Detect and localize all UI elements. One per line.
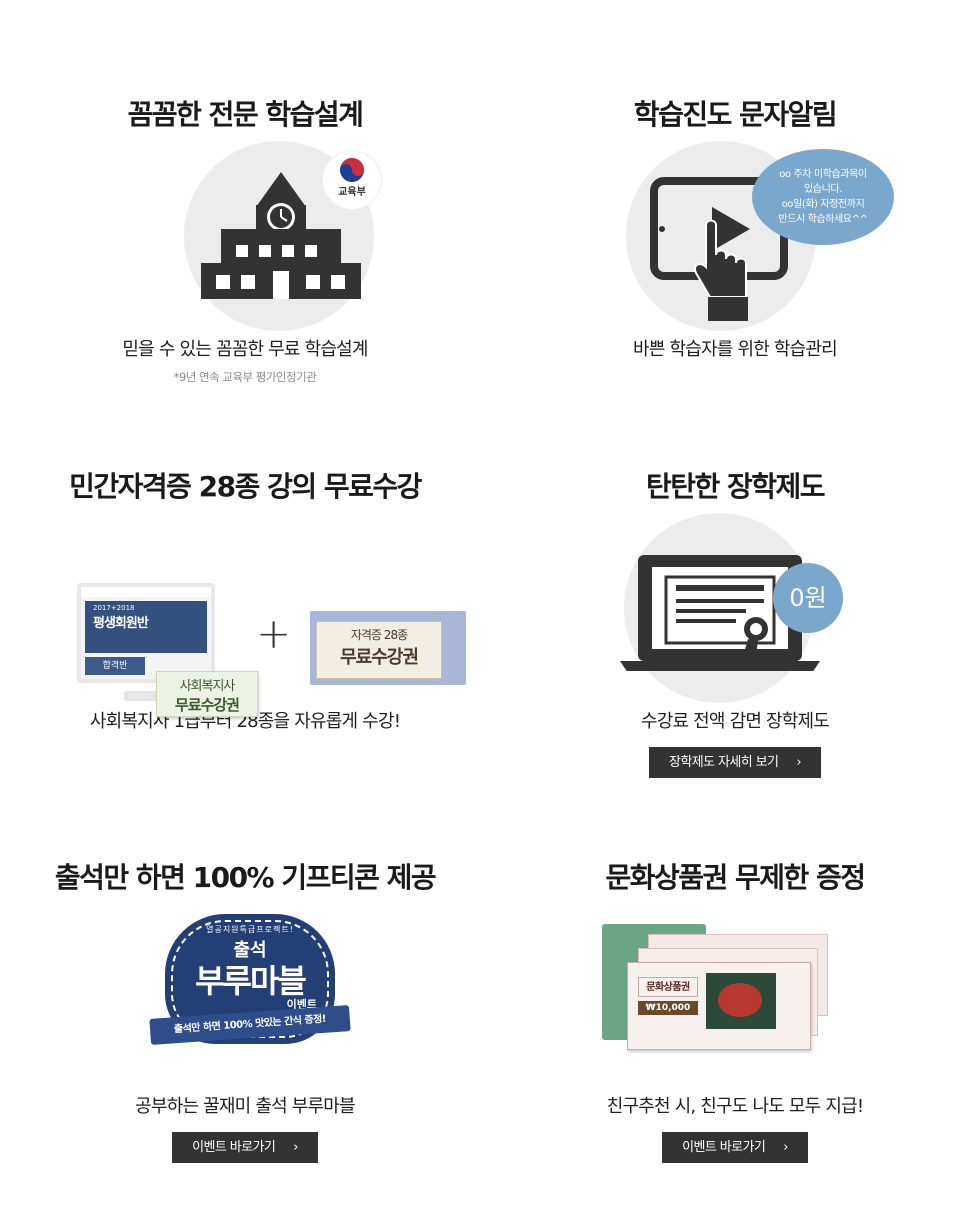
zero-won-badge: 0원 — [773, 563, 843, 633]
monitor-banner: 2017+2018 평생회원반 — [85, 601, 207, 653]
ministry-label: 교육부 — [338, 187, 366, 198]
ticket-text: 무료수강권 — [340, 647, 419, 668]
button-label: 이벤트 바로가기 — [192, 1140, 276, 1155]
card-illustration: 0원 — [490, 509, 980, 709]
coupon-ticket-social-worker: 사회복지사 무료수강권 — [156, 671, 258, 717]
voucher-front: 문화상품권 ₩10,000 — [627, 962, 811, 1050]
bubble-line: 반드시 학습하세요^^ — [778, 214, 868, 225]
card-description: 공부하는 꿀재미 출석 부루마블 — [135, 1096, 355, 1117]
button-label: 장학제도 자세히 보기 — [669, 755, 779, 770]
monitor-text: 합격반 — [85, 657, 145, 675]
monitor-text: 2017+2018 — [93, 604, 135, 612]
card-illustration: oo 주차 미학습과목이 있습니다. oo일(화) 자정전까지 반드시 학습하세… — [490, 137, 980, 337]
emblem-text: 열공지원특급프로젝트! — [206, 925, 294, 934]
referral-event-button[interactable]: 이벤트 바로가기 › — [662, 1132, 808, 1163]
ministry-badge: 교육부 — [323, 151, 381, 209]
card-title: 꼼꼼한 전문 학습설계 — [127, 98, 364, 131]
feature-card-study-design: 꼼꼼한 전문 학습설계 교 — [0, 95, 490, 385]
card-illustration: 열공지원특급프로젝트! 출석 부루마블 이벤트 출석만 하면 100% 맛있는 … — [0, 900, 490, 1078]
school-building-icon — [201, 172, 361, 299]
card-title: 출석만 하면 100% 기프티콘 제공 — [54, 861, 437, 894]
card-illustration: 2017+2018 평생회원반 합격반 사회복지사 무료수강권 + 자격증 28… — [0, 509, 490, 717]
attendance-event-button[interactable]: 이벤트 바로가기 › — [172, 1132, 318, 1163]
card-title: 탄탄한 장학제도 — [645, 470, 826, 503]
sms-notification-bubble: oo 주차 미학습과목이 있습니다. oo일(화) 자정전까지 반드시 학습하세… — [752, 149, 894, 245]
emblem-text: 부루마블 — [195, 962, 307, 1000]
card-description: 수강료 전액 감면 장학제도 — [640, 711, 830, 732]
button-label: 이벤트 바로가기 — [682, 1140, 766, 1155]
card-title: 학습진도 문자알림 — [633, 98, 838, 131]
feature-card-free-courses: 민간자격증 28종 강의 무료수강 2017+2018 평생회원반 합격반 사회… — [0, 467, 490, 735]
monitor-screen: 2017+2018 평생회원반 합격반 — [77, 583, 215, 683]
monitor-stand — [124, 691, 168, 701]
ticket-text: 사회복지사 — [179, 679, 236, 694]
plus-sign: + — [256, 609, 292, 658]
ticket-text: 자격증 28종 — [350, 628, 408, 642]
bubble-line: oo일(화) 자정전까지 — [781, 199, 865, 210]
feature-card-attendance-event: 출석만 하면 100% 기프티콘 제공 열공지원특급프로젝트! 출석 부루마블 … — [0, 858, 490, 1163]
voucher-title: 문화상품권 — [638, 977, 698, 997]
taegeuk-icon — [340, 158, 364, 182]
card-description: 바쁜 학습자를 위한 학습관리 — [633, 339, 838, 360]
bubble-line: oo 주차 미학습과목이 — [779, 169, 867, 180]
feature-card-scholarship: 탄탄한 장학제도 0원 수강료 전액 감면 장학제도 장학제도 자세히 보기 › — [490, 467, 980, 778]
coupon-ticket-28-certificates: 자격증 28종 무료수강권 — [316, 621, 442, 679]
chevron-right-icon: › — [783, 1140, 788, 1155]
card-title: 문화상품권 무제한 증정 — [605, 861, 866, 894]
voucher-amount: ₩10,000 — [638, 1001, 698, 1015]
bubble-line: 있습니다. — [804, 184, 842, 195]
feature-card-gift-voucher: 문화상품권 무제한 증정 문화상품권 ₩10,000 친구추천 시, 친구도 나… — [490, 858, 980, 1163]
laptop-certificate-icon — [620, 555, 820, 671]
emblem-text: 출석 — [233, 940, 267, 961]
scholarship-detail-button[interactable]: 장학제도 자세히 보기 › — [649, 747, 821, 778]
card-description: 믿을 수 있는 꼼꼼한 무료 학습설계 — [122, 339, 368, 360]
chevron-right-icon: › — [293, 1140, 298, 1155]
card-illustration: 교육부 — [0, 137, 490, 337]
card-illustration: 문화상품권 ₩10,000 — [490, 900, 980, 1078]
card-note: *9년 연속 교육부 평가인정기관 — [173, 370, 317, 384]
monitor-text: 평생회원반 — [93, 616, 149, 631]
voucher-pattern — [706, 973, 776, 1029]
chevron-right-icon: › — [796, 755, 801, 770]
feature-card-sms-alert: 학습진도 문자알림 oo 주차 미학습과목이 있습니다. oo일(화) 자정전까… — [490, 95, 980, 363]
ticket-text: 무료수강권 — [174, 696, 240, 714]
card-description: 친구추천 시, 친구도 나도 모두 지급! — [606, 1096, 864, 1117]
card-title: 민간자격증 28종 강의 무료수강 — [69, 470, 422, 503]
